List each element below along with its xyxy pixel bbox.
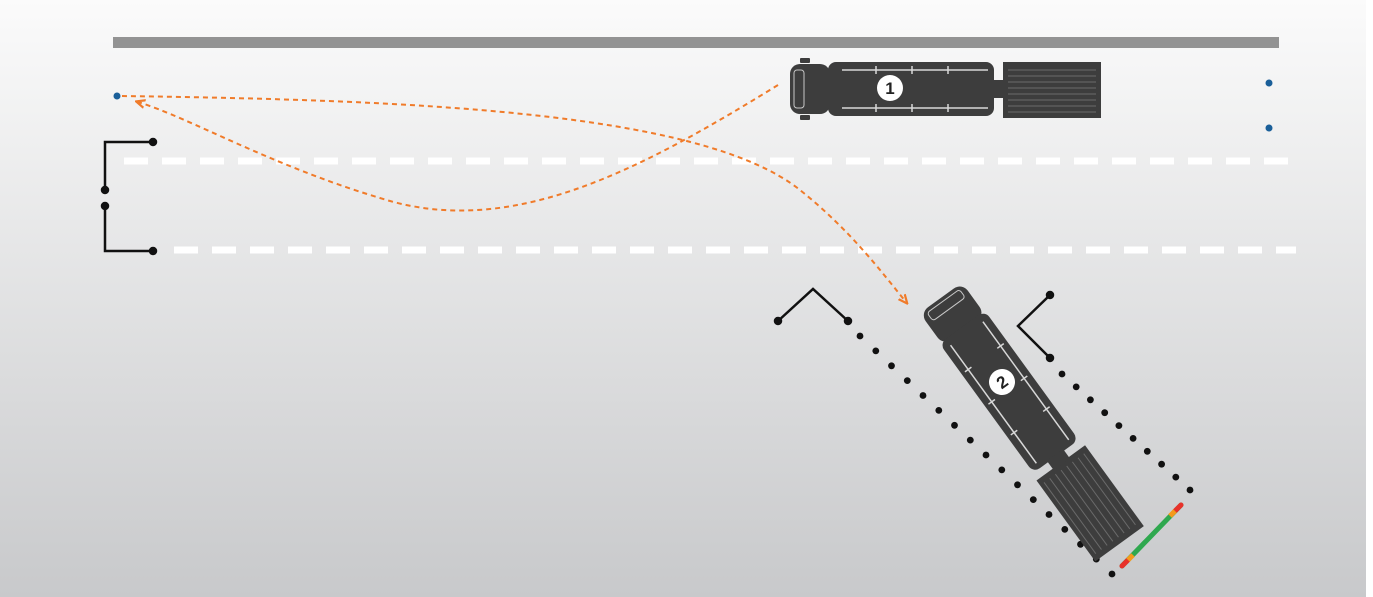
- truck-1: 1: [790, 58, 1101, 120]
- cone-dot-icon: [1045, 511, 1053, 518]
- waypoint-dot-icon: [1265, 124, 1273, 132]
- truck-top-view-icon: [790, 64, 830, 114]
- cone-dot-icon: [872, 347, 880, 355]
- cone-dot-icon: [1158, 460, 1165, 468]
- cone-dot-icon: [1172, 473, 1180, 481]
- cone-dot-icon: [1072, 383, 1080, 391]
- cone-dot-rows: [856, 332, 1194, 578]
- cone-dot-icon: [998, 466, 1006, 474]
- waypoint-dot-icon: [113, 92, 121, 100]
- cone-dot-icon: [888, 362, 895, 370]
- cone-dot-icon: [1014, 481, 1021, 489]
- stall-bracket-left: [773, 287, 853, 326]
- stall-bracket-right: [1016, 290, 1055, 363]
- truck-1-number: 1: [885, 79, 894, 98]
- cone-dot-icon: [856, 332, 864, 340]
- path-into-stall: [121, 95, 906, 302]
- cone-dot-icon: [1101, 409, 1109, 417]
- stop-bar: [1119, 502, 1184, 569]
- cone-dot-icon: [951, 421, 958, 429]
- cone-dot-icon: [935, 407, 943, 414]
- cone-dot-icon: [1061, 526, 1069, 533]
- cone-dot-icon: [1115, 422, 1123, 429]
- cone-dot-icon: [1029, 496, 1037, 503]
- cone-dot-icon: [919, 392, 927, 399]
- cone-dot-icon: [903, 377, 911, 384]
- curb-bracket-icon: [100, 137, 158, 256]
- waypoint-dot-icon: [1265, 79, 1273, 87]
- cone-dot-icon: [1143, 447, 1151, 455]
- path-reverse-out: [138, 84, 779, 212]
- truck-2: 2: [923, 286, 1144, 562]
- cone-dot-icon: [966, 436, 974, 444]
- cone-dot-icon: [982, 451, 990, 459]
- cone-dot-icon: [1129, 435, 1137, 442]
- cone-dot-icon: [1108, 570, 1116, 578]
- curb-line: [113, 37, 1279, 48]
- cone-dot-icon: [1186, 486, 1194, 494]
- cone-dot-icon: [1058, 370, 1066, 378]
- cone-dot-icon: [1087, 396, 1094, 404]
